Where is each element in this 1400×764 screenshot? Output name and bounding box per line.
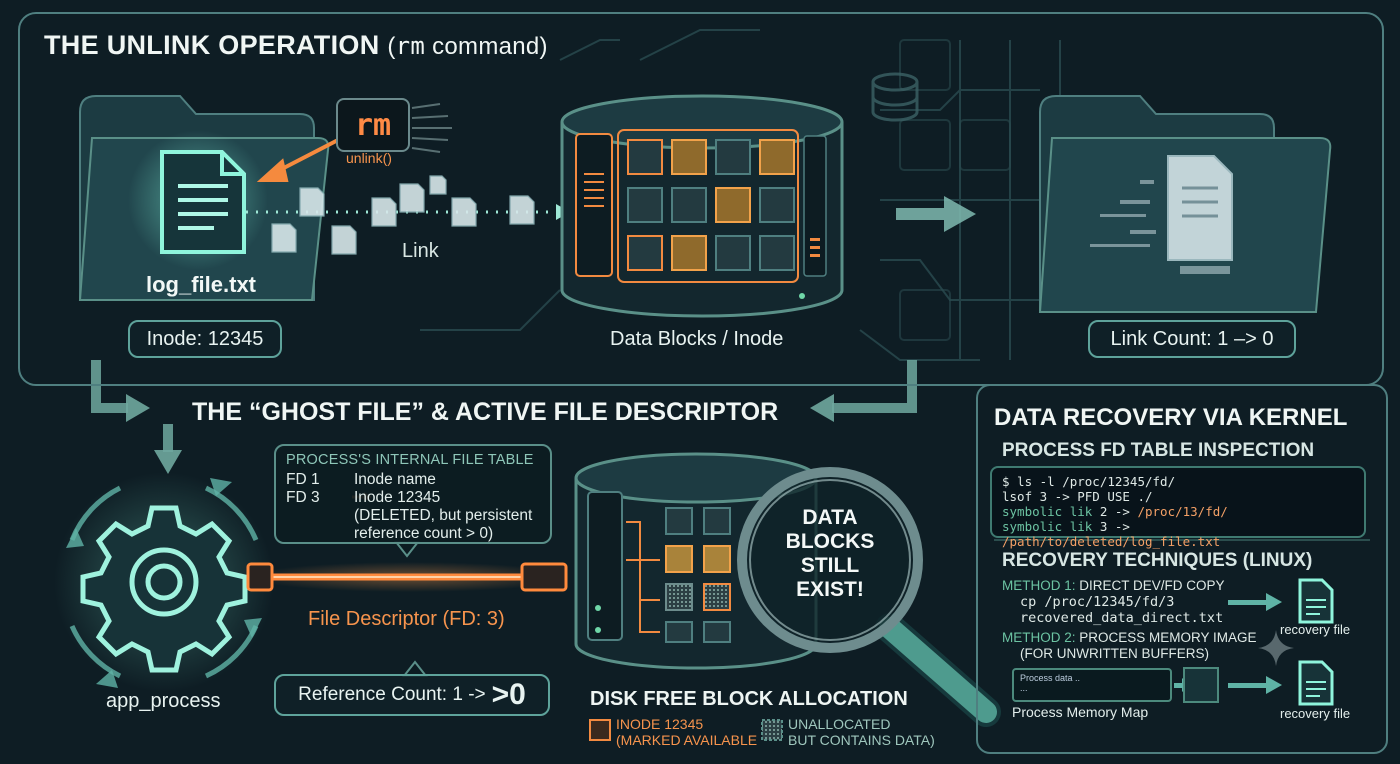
table-row: reference count > 0) [354,525,494,542]
sparkle-icon [1258,630,1294,666]
free-block-title: DISK FREE BLOCK ALLOCATION [590,688,908,710]
memory-image-box [1183,667,1219,703]
file-table-header: PROCESS'S INTERNAL FILE TABLE [286,452,534,468]
file-fragments [271,175,535,255]
magnifier-icon [737,467,1001,727]
reference-count-pill: Reference Count: 1 ->>0 [274,674,550,716]
recovery-file-label-2: recovery file [1280,706,1351,721]
speed-lines [411,103,452,153]
unlink-label: unlink() [346,150,392,166]
file-name: log_file.txt [146,272,257,297]
recovery-title: DATA RECOVERY VIA KERNEL [994,404,1348,431]
right-folder-icon [1038,95,1332,313]
legend-inode: INODE 12345 (MARKED AVAILABLE [616,716,758,748]
inode-pill: Inode: 12345 [128,320,282,358]
circuit-squares [899,39,1011,341]
ghost-file-title: THE “GHOST FILE” & ACTIVE FILE DESCRIPTO… [192,398,779,426]
recovery-file-label-1: recovery file [1280,622,1351,637]
table-callout-tail [393,541,421,558]
legend-inode-swatch [589,719,611,741]
terminal-output: $ ls -l /proc/12345/fd/ lsof 3 -> PFD US… [990,466,1366,549]
process-label: app_process [106,690,221,712]
techniques-title: RECOVERY TECHNIQUES (LINUX) [1002,550,1313,571]
link-count-pill: Link Count: 1 –> 0 [1088,320,1296,358]
process-data-box: Process data .. ... [1012,668,1172,702]
data-blocks-label: Data Blocks / Inode [610,328,784,350]
process-memory-map-label: Process Memory Map [1012,704,1149,720]
flow-arrows [91,360,917,452]
recovery-panel [976,384,1388,754]
recovery-arrows [1174,593,1282,694]
dissolving-file-icon [1090,155,1233,274]
legend-unalloc-swatch [761,719,783,741]
fd-inspection-title: PROCESS FD TABLE INSPECTION [1002,440,1315,461]
link-label: Link [402,240,439,262]
block-grid [627,139,795,271]
right-arrow [896,196,976,232]
unlink-panel [18,12,1384,386]
legend-unallocated: UNALLOCATED BUT CONTAINS DATA) [788,716,935,748]
rm-command-box: rm [336,98,410,152]
rm-arrow [256,138,339,182]
fd-connector [246,562,570,592]
fd-label: File Descriptor (FD: 3) [308,608,505,630]
method-2: METHOD 2: PROCESS MEMORY IMAGE (FOR UNWR… [1002,630,1257,661]
table-row: (DELETED, but persistent [354,507,533,524]
circuit-lines [420,29,1061,361]
left-folder-icon [78,95,330,301]
method-1: METHOD 1: DIRECT DEV/FD COPY cp /proc/12… [1002,578,1225,626]
database-icon [871,72,919,122]
top-disk-icon [560,94,844,318]
gear-icon [54,472,274,692]
page-title: THE UNLINK OPERATION (rm command) [44,30,548,60]
magnifier-text: DATA BLOCKS STILL EXIST! [785,506,875,601]
